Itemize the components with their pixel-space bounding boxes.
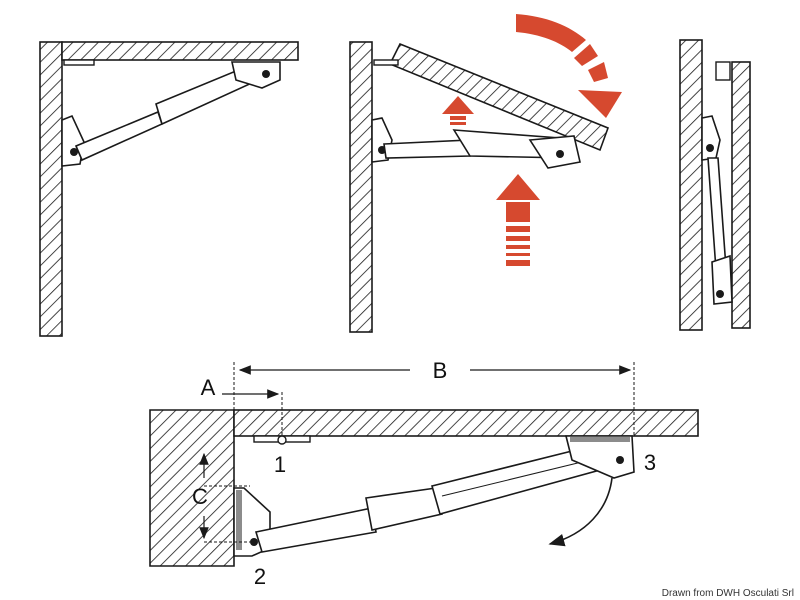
pivot <box>716 290 724 298</box>
panel-deployed <box>39 41 299 337</box>
panel-detail: B A C 1 2 3 <box>149 358 699 589</box>
point-1-label: 1 <box>274 452 286 477</box>
rotate-arrow-icon <box>516 14 622 118</box>
curved-arrow-icon <box>548 477 613 547</box>
bracket-screws <box>236 490 242 550</box>
wall <box>349 41 373 333</box>
bracket-shelf-mount <box>564 435 635 479</box>
pivot <box>556 150 564 158</box>
shelf-tilted <box>388 42 610 152</box>
hinge <box>715 61 731 81</box>
dim-c-label: C <box>192 484 208 509</box>
point-3-label: 3 <box>644 450 656 475</box>
wall-section <box>149 409 235 567</box>
dim-a-label: A <box>201 375 216 400</box>
bracket-screws <box>570 437 630 442</box>
panel-folding <box>349 14 622 333</box>
strut-folded <box>707 157 727 271</box>
hinge-pin <box>277 435 287 445</box>
hinge <box>373 59 399 66</box>
credit-text: Drawn from DWH Osculati Srl <box>662 588 794 599</box>
strut-rod <box>254 507 377 553</box>
shelf-folded <box>731 61 751 329</box>
shelf <box>61 41 299 61</box>
panel-folded <box>679 39 751 331</box>
shelf <box>233 409 699 437</box>
wall <box>679 39 703 331</box>
strut-rod <box>74 110 163 162</box>
bracket-shelf-mount <box>528 135 581 169</box>
pivot <box>616 456 624 464</box>
up-arrow-icon <box>496 174 540 266</box>
pivot <box>70 148 78 156</box>
strut-cylinder <box>365 487 443 531</box>
strut-rod <box>383 139 471 159</box>
dim-b-label: B <box>433 358 448 383</box>
pivot <box>250 538 258 546</box>
up-arrow-icon <box>442 96 474 125</box>
bracket-wall-mount <box>701 115 721 161</box>
point-2-label: 2 <box>254 564 266 589</box>
wall <box>39 41 63 337</box>
pivot <box>262 70 270 78</box>
bracket-shelf-mount <box>231 61 281 89</box>
pivot <box>706 144 714 152</box>
hinge <box>63 59 95 66</box>
